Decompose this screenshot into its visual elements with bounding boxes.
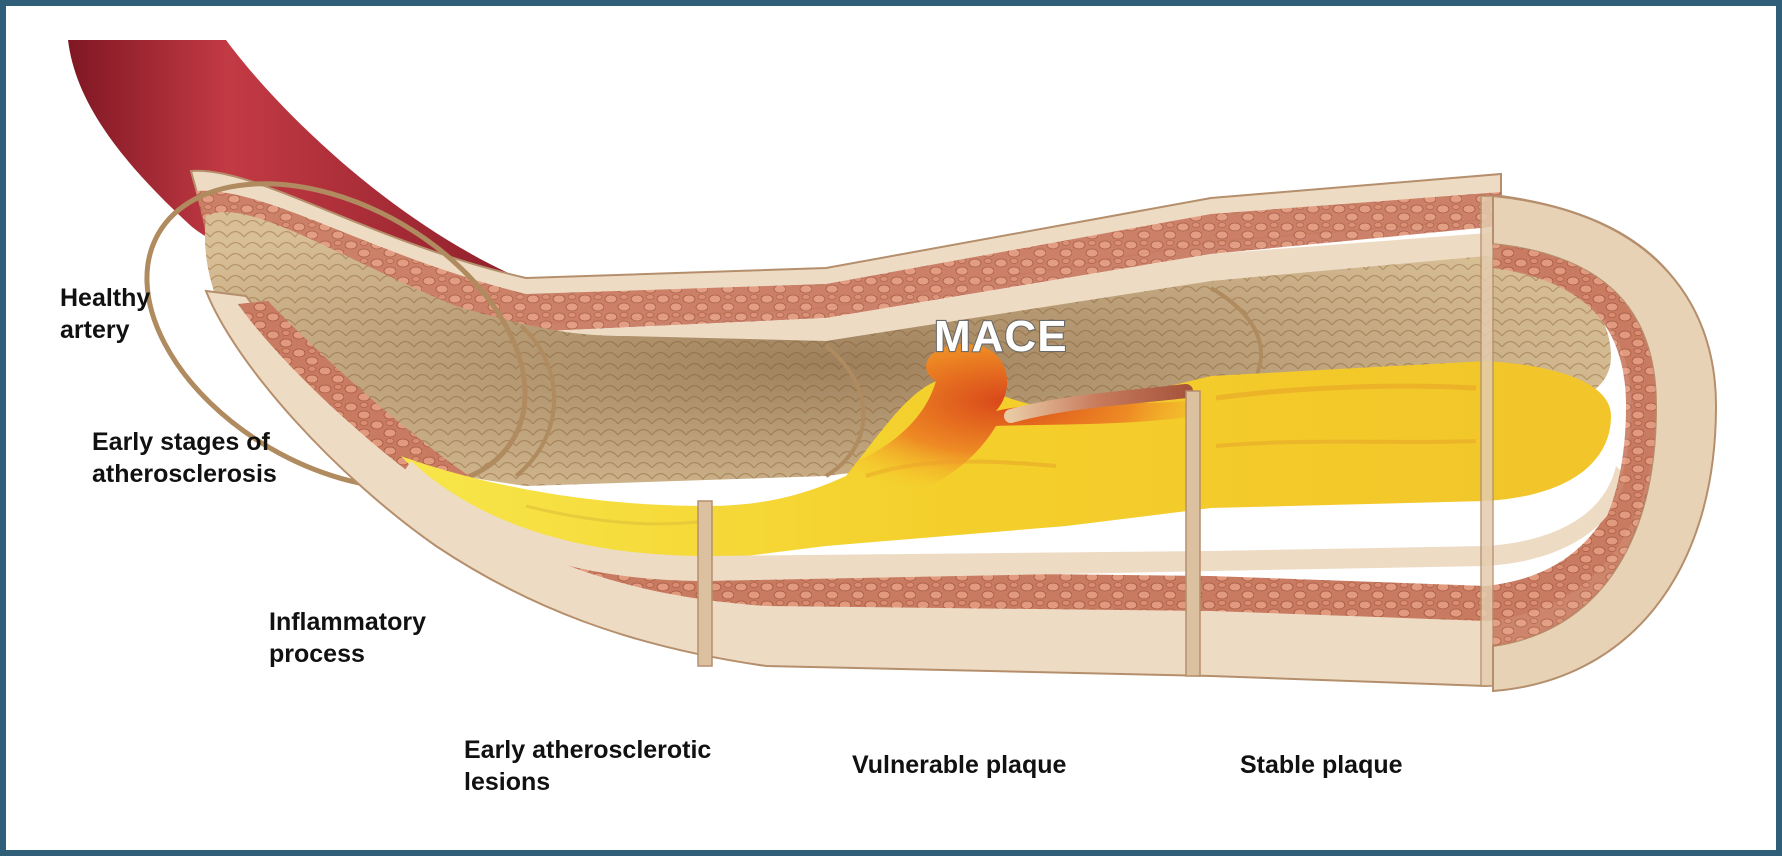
label-vulnerable-plaque: Vulnerable plaque xyxy=(852,749,1066,781)
label-inflammatory-line1: Inflammatory xyxy=(269,606,426,638)
label-healthy-artery-line1: Healthy xyxy=(60,282,150,314)
segment-cut-1 xyxy=(698,501,712,666)
label-healthy-artery-line2: artery xyxy=(60,314,150,346)
label-inflammatory-process: Inflammatory process xyxy=(269,606,426,670)
label-healthy-artery: Healthy artery xyxy=(60,282,150,346)
label-stable-plaque: Stable plaque xyxy=(1240,749,1403,781)
label-early-stages: Early stages of atherosclerosis xyxy=(92,426,277,490)
label-early-lesions: Early atherosclerotic lesions xyxy=(464,734,711,798)
mace-label: MACE xyxy=(934,312,1068,361)
label-early-stages-line1: Early stages of xyxy=(92,426,277,458)
label-early-stages-line2: atherosclerosis xyxy=(92,458,277,490)
segment-cut-2 xyxy=(1186,391,1200,676)
label-inflammatory-line2: process xyxy=(269,638,426,670)
label-early-lesions-line2: lesions xyxy=(464,766,711,798)
label-early-lesions-line1: Early atherosclerotic xyxy=(464,734,711,766)
segment-cut-3 xyxy=(1481,196,1493,686)
